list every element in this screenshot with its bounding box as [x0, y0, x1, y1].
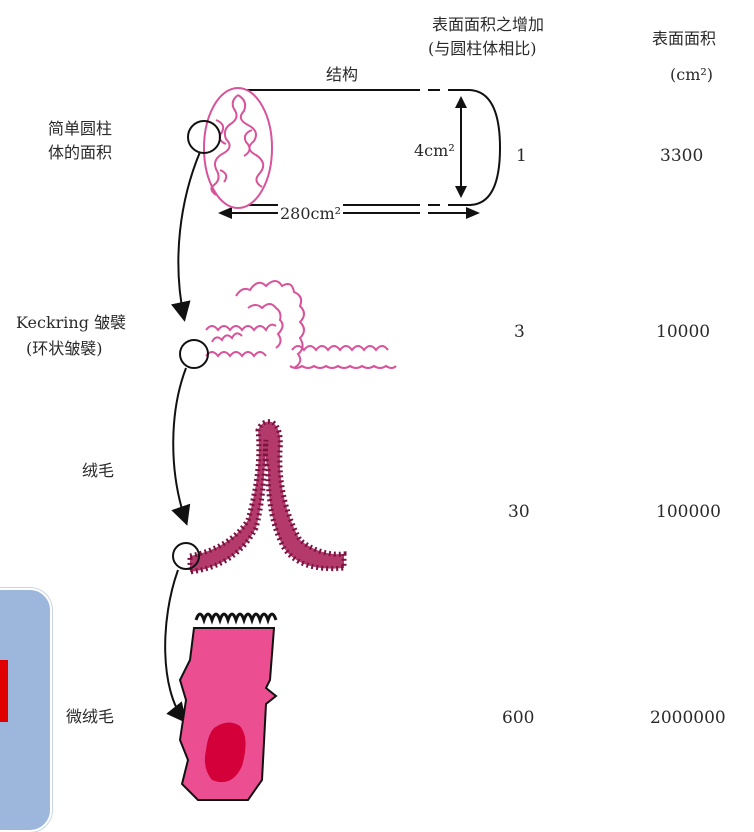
villus-drawing [173, 422, 344, 572]
row3-increase: 30 [508, 502, 530, 522]
structure-header: 结构 [326, 64, 358, 86]
row3-label: 绒毛 [82, 460, 114, 482]
row1-area: 3300 [660, 146, 703, 166]
microvillus-cell-drawing [180, 614, 276, 800]
row1-label-line1: 简单圆柱 [48, 118, 112, 140]
increase-header-line1: 表面面积之增加 [432, 14, 544, 36]
row1-label-line2: 体的面积 [48, 142, 112, 164]
row3-area: 100000 [656, 502, 721, 522]
row2-increase: 3 [514, 322, 525, 342]
red-marker [0, 660, 8, 722]
height-dimension-label: 4cm² [414, 140, 455, 162]
row4-area: 2000000 [650, 708, 726, 728]
row2-label-line2: (环状皱襞) [26, 338, 103, 360]
increase-header-line2: (与圆柱体相比) [428, 38, 537, 60]
circular-folds-drawing [180, 281, 396, 368]
area-header-line1: 表面面积 [652, 28, 716, 50]
length-dimension-label: 280cm² [278, 203, 343, 225]
zoom-arrow-2 [173, 368, 186, 522]
row2-area: 10000 [656, 322, 710, 342]
row4-increase: 600 [502, 708, 534, 728]
zoom-arrow-1 [178, 152, 200, 318]
row2-label-line1: Keckring 皱襞 [16, 312, 126, 334]
row1-increase: 1 [516, 146, 527, 166]
zoom-arrow-3 [165, 570, 184, 720]
row4-label: 微绒毛 [66, 706, 114, 728]
area-header-unit: (cm²) [670, 64, 713, 86]
